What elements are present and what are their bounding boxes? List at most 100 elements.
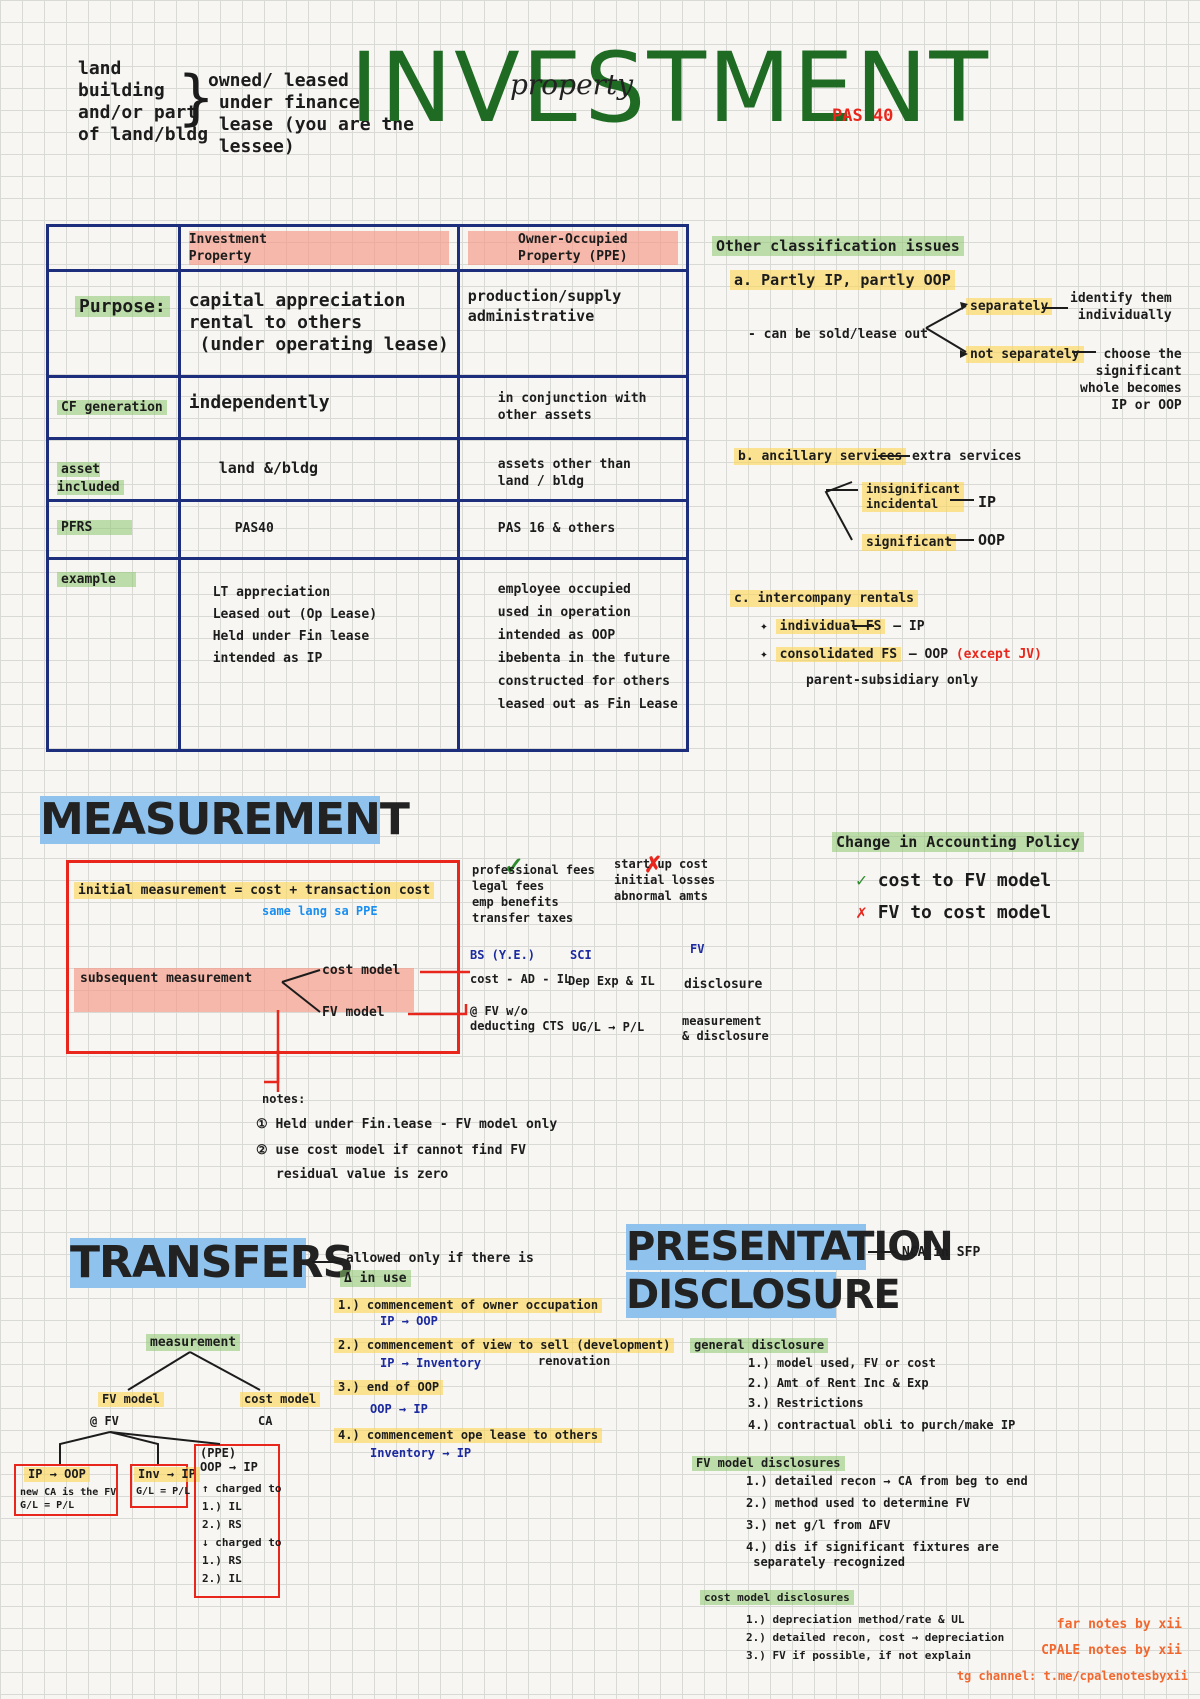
policy-allowed-text: cost to FV model xyxy=(877,870,1052,891)
cost-disclosure-item: 2.) detailed recon, cost → depreciation xyxy=(746,1631,1005,1644)
fv-fv: measurement & disclosure xyxy=(682,1014,769,1043)
row-label: example xyxy=(57,572,136,587)
transfer-cost-at: CA xyxy=(258,1414,273,1428)
individual-fs-label: individual FS xyxy=(775,619,886,634)
note-2: ② use cost model if cannot find FV xyxy=(256,1143,526,1158)
transfer-item-extra: renovation xyxy=(538,1354,611,1368)
cost-disclosure-item: 1.) depreciation method/rate & UL xyxy=(746,1613,965,1626)
transfer-box-title: Inv → IP xyxy=(134,1467,200,1482)
table-cell: capital appreciation rental to others (u… xyxy=(188,290,449,355)
page-subtitle: property xyxy=(510,68,634,101)
table-cell: assets other than land / bldg xyxy=(497,457,631,489)
individual-fs-row: ✦ individual FS — IP xyxy=(760,619,925,634)
consolidated-fs-row: ✦ consolidated FS — OOP (except JV) xyxy=(760,647,1042,662)
individual-fs-result: IP xyxy=(908,619,925,634)
significant-result: OOP xyxy=(978,531,1006,549)
col-header-ip: Investment Property xyxy=(188,231,449,265)
transfer-fv-model: FV model xyxy=(98,1392,164,1407)
table-cell: employee occupied used in operation inte… xyxy=(497,582,678,712)
consolidated-fs-result: OOP xyxy=(924,647,949,662)
note-1-text: Held under Fin.lease - FV model only xyxy=(275,1117,558,1132)
table-cell: LT appreciation Leased out (Op Lease) He… xyxy=(212,585,378,666)
transfer-item-sub: IP → OOP xyxy=(380,1314,438,1328)
subsequent-measurement: subsequent measurement xyxy=(80,971,253,986)
general-disclosure-item: 4.) contractual obli to purch/make IP xyxy=(748,1418,1016,1432)
transfer-item: 3.) end of OOP xyxy=(334,1380,444,1395)
policy-not-allowed: ✗ FV to cost model xyxy=(856,902,1051,924)
transfer-item: 2.) commencement of view to sell (develo… xyxy=(334,1338,675,1353)
issue-c-heading: c. intercompany rentals xyxy=(730,590,919,607)
subsequent-highlight xyxy=(74,968,414,1012)
issue-a-heading: a. Partly IP, partly OOP xyxy=(730,270,955,290)
transfer-measurement-heading: measurement xyxy=(146,1334,241,1351)
transfer-item: 1.) commencement of owner occupation xyxy=(334,1298,603,1313)
issue-b-desc: extra services xyxy=(912,449,1022,464)
table-cell: PAS 16 & others xyxy=(497,521,616,536)
note-2-text: use cost model if cannot find FV xyxy=(275,1143,526,1158)
transfer-item-sub: Inventory → IP xyxy=(370,1446,472,1460)
policy-not-allowed-text: FV to cost model xyxy=(877,902,1052,923)
policy-heading: Change in Accounting Policy xyxy=(832,832,1084,852)
table-cell: PAS40 xyxy=(234,521,274,536)
transfer-cost-model: cost model xyxy=(240,1392,321,1407)
fv-disclosure-item: 3.) net g/l from ΔFV xyxy=(746,1518,891,1532)
page-title: INVESTMENT xyxy=(350,32,990,144)
row-label: CF generation xyxy=(57,400,167,415)
footer-line: far notes by xii xyxy=(1056,1617,1182,1632)
cost-disclosure-heading: cost model disclosures xyxy=(700,1590,854,1605)
general-disclosure-item: 3.) Restrictions xyxy=(748,1396,864,1410)
other-issues-heading: Other classification issues xyxy=(712,236,964,256)
measurement-box xyxy=(66,860,460,1054)
fv-disclosure-heading: FV model disclosures xyxy=(692,1456,845,1471)
significant-label: significant xyxy=(862,534,957,551)
cross-icon: ✗ xyxy=(856,902,867,923)
nca-note: NCA in SFP xyxy=(902,1245,981,1260)
sci-header: SCI xyxy=(570,948,592,962)
consolidated-fs-label: consolidated FS xyxy=(775,647,902,662)
general-disclosure-item: 2.) Amt of Rent Inc & Exp xyxy=(748,1376,929,1390)
transfer-box-inv-ip xyxy=(130,1464,188,1508)
comparison-table: Investment Property Owner-Occupied Prope… xyxy=(46,224,689,752)
issue-b-heading: b. ancillary services xyxy=(734,448,907,465)
separately-label: separately xyxy=(966,298,1053,315)
cost-sci: Dep Exp & IL xyxy=(568,974,655,988)
same-as-ppe-note: same lang sa PPE xyxy=(262,904,378,918)
cost-fv: disclosure xyxy=(684,977,763,992)
insignificant-result: IP xyxy=(978,493,997,511)
transfer-box-text: new CA is the FV G/L = P/L xyxy=(20,1487,117,1511)
fv-disclosure-item: 1.) detailed recon → CA from beg to end xyxy=(746,1474,1028,1488)
transfer-item-sub: OOP → IP xyxy=(370,1402,428,1416)
transfer-box-text: ↑ charged to 1.) IL 2.) RS ↓ charged to … xyxy=(202,1482,282,1585)
parent-subsidiary-note: parent-subsidiary only xyxy=(806,673,979,688)
excluded-costs: start up cost initial losses abnormal am… xyxy=(614,857,716,903)
table-cell: independently xyxy=(188,392,330,413)
transfer-box-title: (PPE) OOP → IP xyxy=(200,1446,258,1474)
transfer-item: 4.) commencement ope lease to others xyxy=(334,1428,603,1443)
transfers-allowed: allowed only if there is xyxy=(346,1251,534,1266)
cross-icon: ✗ xyxy=(644,852,663,877)
table-cell: production/supply administrative xyxy=(467,287,622,325)
initial-measurement: initial measurement = cost + transaction… xyxy=(74,882,435,899)
header-scope: land building and/or part of land/bldg xyxy=(78,58,209,145)
cost-disclosure-item: 3.) FV if possible, if not explain xyxy=(746,1649,972,1662)
measurement-heading: MEASUREMENT xyxy=(40,794,410,845)
transfers-delta: Δ in use xyxy=(340,1270,411,1287)
footer-line: CPALE notes by xii xyxy=(1041,1643,1182,1658)
col-header-oop: Owner-Occupied Property (PPE) xyxy=(467,231,678,265)
separately-desc: identify them individually xyxy=(1070,291,1172,323)
transfer-item-sub: IP → Inventory xyxy=(380,1356,482,1370)
included-costs: professional fees legal fees emp benefit… xyxy=(472,863,595,925)
header-owned: owned/ leased under finance lease (you a… xyxy=(208,70,414,157)
fv-header: FV xyxy=(690,942,705,956)
not-separately-desc: choose the significant whole becomes IP … xyxy=(1080,347,1182,413)
cost-bs: cost - AD - IL xyxy=(470,972,572,986)
not-separately-label: not separately xyxy=(966,346,1084,363)
except-jv: (except JV) xyxy=(955,647,1042,662)
transfer-box-title: IP → OOP xyxy=(24,1467,90,1482)
footer-channel: tg channel: t.me/cpalenotesbyxii xyxy=(956,1669,1188,1683)
row-label: Purpose: xyxy=(75,296,170,317)
issue-a-text: - can be sold/lease out xyxy=(748,327,929,342)
insignificant-label: insignificant incidental xyxy=(862,482,964,512)
transfer-box-text: G/L = P/L xyxy=(136,1486,191,1497)
